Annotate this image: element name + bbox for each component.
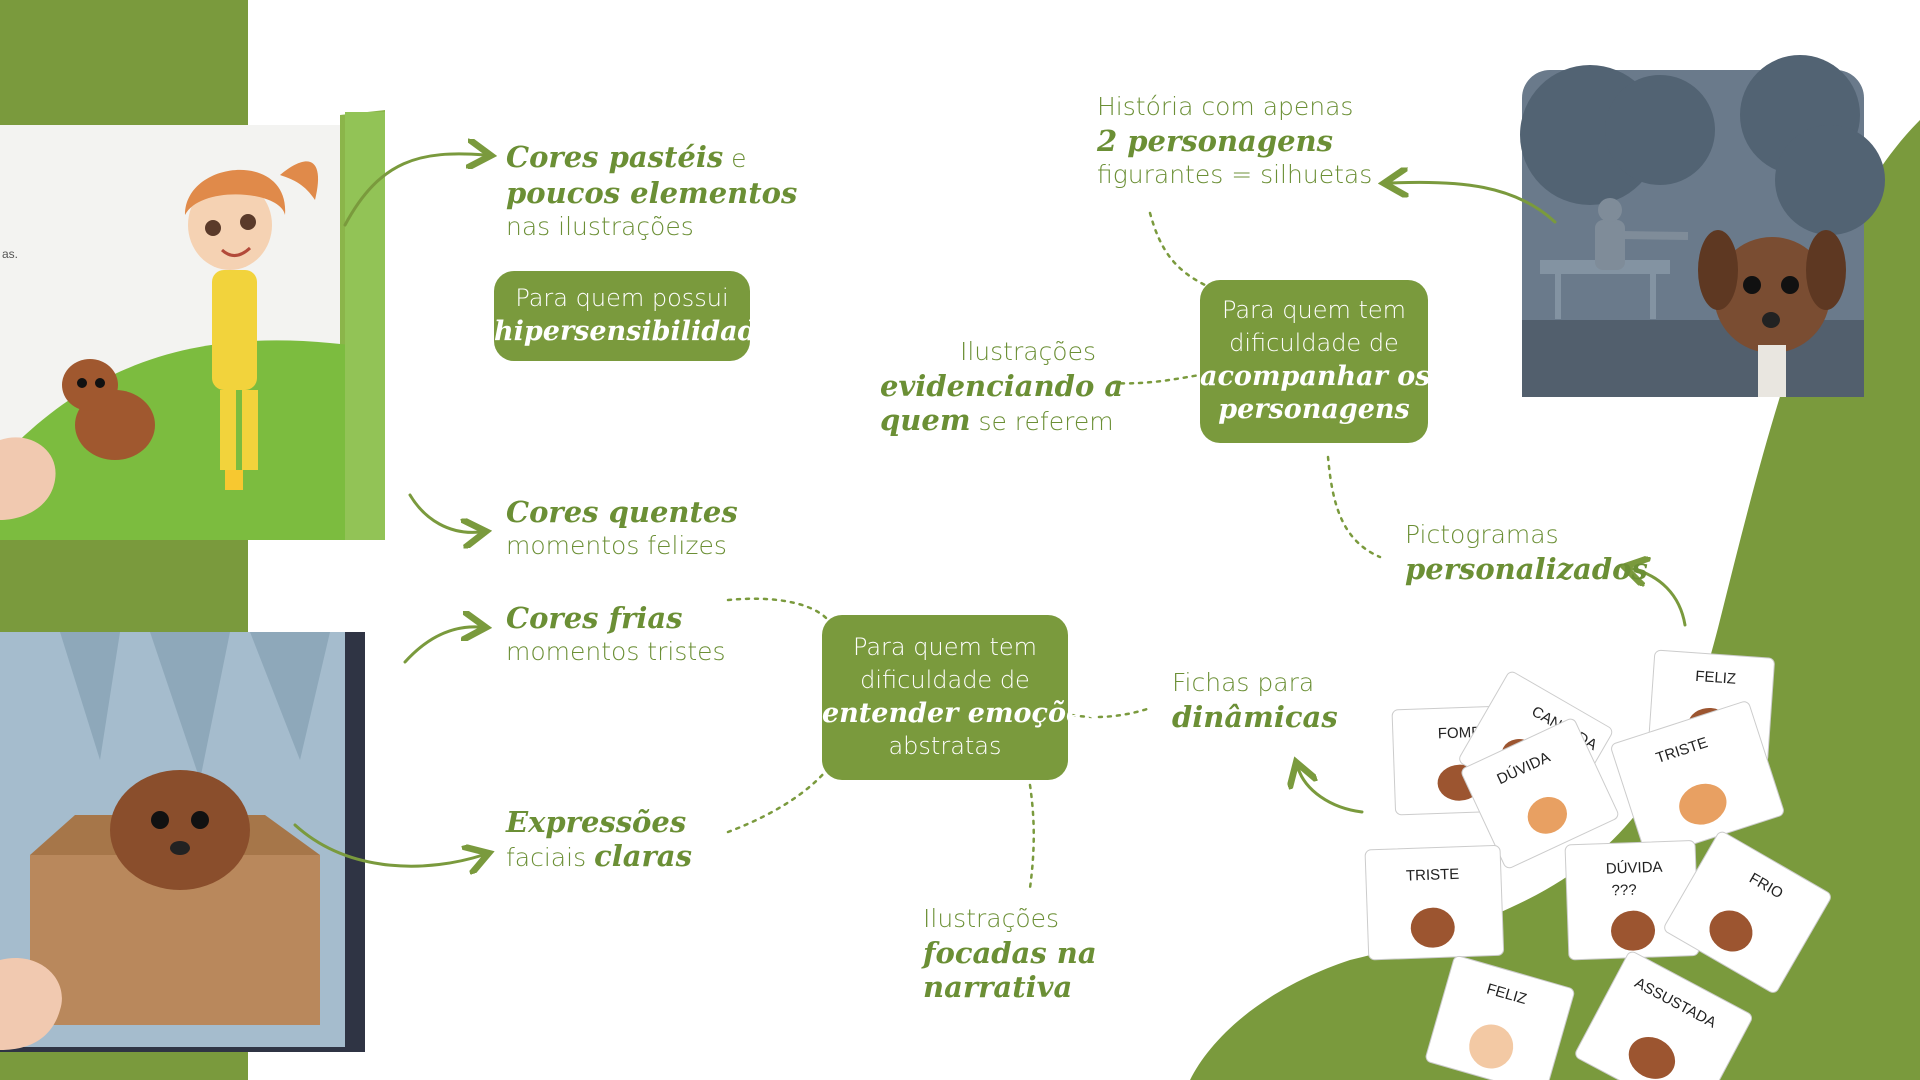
pill-bold: personagens xyxy=(1218,394,1410,425)
label-bold: claras xyxy=(594,839,692,873)
card-label: TRISTE xyxy=(1406,866,1460,885)
dotted-ilustracoes-focadas xyxy=(1028,783,1035,890)
label-bold: narrativa xyxy=(923,970,1073,1004)
label-fichas: Fichas para dinâmicas xyxy=(1172,666,1338,734)
dotted-cores-frias xyxy=(726,597,830,622)
arrow-cores-pasteis xyxy=(343,154,485,227)
label-bold: Expressões xyxy=(506,805,687,839)
label-text: nas ilustrações xyxy=(506,212,694,241)
arrow-cores-quentes xyxy=(408,493,480,532)
book-rain-illustration xyxy=(0,632,365,1052)
label-text: Ilustrações xyxy=(923,904,1060,933)
arrow-pictogramas xyxy=(1630,568,1687,627)
pill-bold: hipersensibilidade xyxy=(494,316,774,347)
pill-bold: acompanhar os xyxy=(1200,361,1431,392)
pill-text: dificuldade de xyxy=(1229,329,1399,357)
card-label: FELIZ xyxy=(1695,668,1737,688)
card-label: DÚVIDA xyxy=(1606,859,1663,878)
label-text: Ilustrações xyxy=(959,337,1096,366)
label-text: Fichas para xyxy=(1172,668,1315,697)
label-bold: poucos elementos xyxy=(506,176,798,210)
pill-bold: entender emoções xyxy=(822,698,1099,729)
label-historia: História com apenas 2 personagens figura… xyxy=(1097,90,1372,192)
pictogram-cards: FOME CANSADA FELIZ DÚVIDA TRISTE TRISTE … xyxy=(1364,649,1831,1080)
label-bold: personalizados xyxy=(1405,552,1648,586)
dotted-connectors xyxy=(726,211,1382,890)
dotted-pictogramas xyxy=(1326,455,1382,559)
arrow-cores-frias xyxy=(403,627,480,664)
pill-acompanhar-personagens: Para quem tem dificuldade de acompanhar … xyxy=(1200,280,1431,443)
label-text: faciais xyxy=(506,843,595,872)
arrow-expressoes xyxy=(293,823,483,866)
label-text: momentos tristes xyxy=(506,637,726,666)
label-text: se referem xyxy=(970,407,1114,436)
arrow-historia xyxy=(1390,182,1557,224)
pill-entender-emocoes: Para quem tem dificuldade de entender em… xyxy=(822,615,1099,780)
label-cores-quentes: Cores quentes momentos felizes xyxy=(506,495,738,563)
label-bold: evidenciando a xyxy=(880,369,1124,403)
label-bold: quem xyxy=(880,403,971,437)
card-question-marks: ??? xyxy=(1611,882,1637,900)
dotted-ilustracoes-evidenciando xyxy=(1110,373,1202,385)
dotted-historia xyxy=(1148,211,1207,287)
label-cores-pasteis: Cores pastéis e poucos elementos nas ilu… xyxy=(506,140,797,244)
pill-text: dificuldade de xyxy=(860,666,1030,694)
arrows xyxy=(293,154,1687,866)
pill-text: Para quem possui xyxy=(515,284,729,312)
park-scene-illustration xyxy=(1520,55,1885,397)
label-pictogramas: Pictogramas personalizados xyxy=(1405,518,1648,586)
label-bold: Cores frias xyxy=(506,601,683,635)
label-expressoes: Expressões faciais claras xyxy=(506,805,692,875)
dotted-fichas xyxy=(1070,706,1152,719)
arrow-fichas xyxy=(1298,768,1364,814)
label-text: Pictogramas xyxy=(1405,520,1559,549)
label-text: História com apenas xyxy=(1097,92,1354,121)
label-bold: Cores pastéis xyxy=(506,140,724,174)
dotted-expressoes xyxy=(726,770,827,834)
label-text: e xyxy=(723,144,747,173)
label-ilustracoes-evidenciando: Ilustrações evidenciando a quem se refer… xyxy=(880,335,1124,439)
book-text: as. xyxy=(2,247,18,261)
label-cores-frias: Cores frias momentos tristes xyxy=(506,601,726,669)
label-text: momentos felizes xyxy=(506,531,727,560)
label-ilustracoes-focadas: Ilustrações focadas na narrativa xyxy=(923,902,1097,1004)
label-text: figurantes = silhuetas xyxy=(1097,160,1373,189)
pill-text: abstratas xyxy=(888,732,1002,760)
book-happy-illustration: as. xyxy=(0,110,385,540)
pill-text: Para quem tem xyxy=(852,633,1038,661)
pill-text: Para quem tem xyxy=(1221,296,1407,324)
pill-hipersensibilidade: Para quem possui hipersensibilidade xyxy=(494,271,774,361)
label-bold: Cores quentes xyxy=(506,495,738,529)
label-bold: 2 personagens xyxy=(1097,124,1333,158)
label-bold: focadas na xyxy=(923,936,1097,970)
label-bold: dinâmicas xyxy=(1172,700,1338,734)
